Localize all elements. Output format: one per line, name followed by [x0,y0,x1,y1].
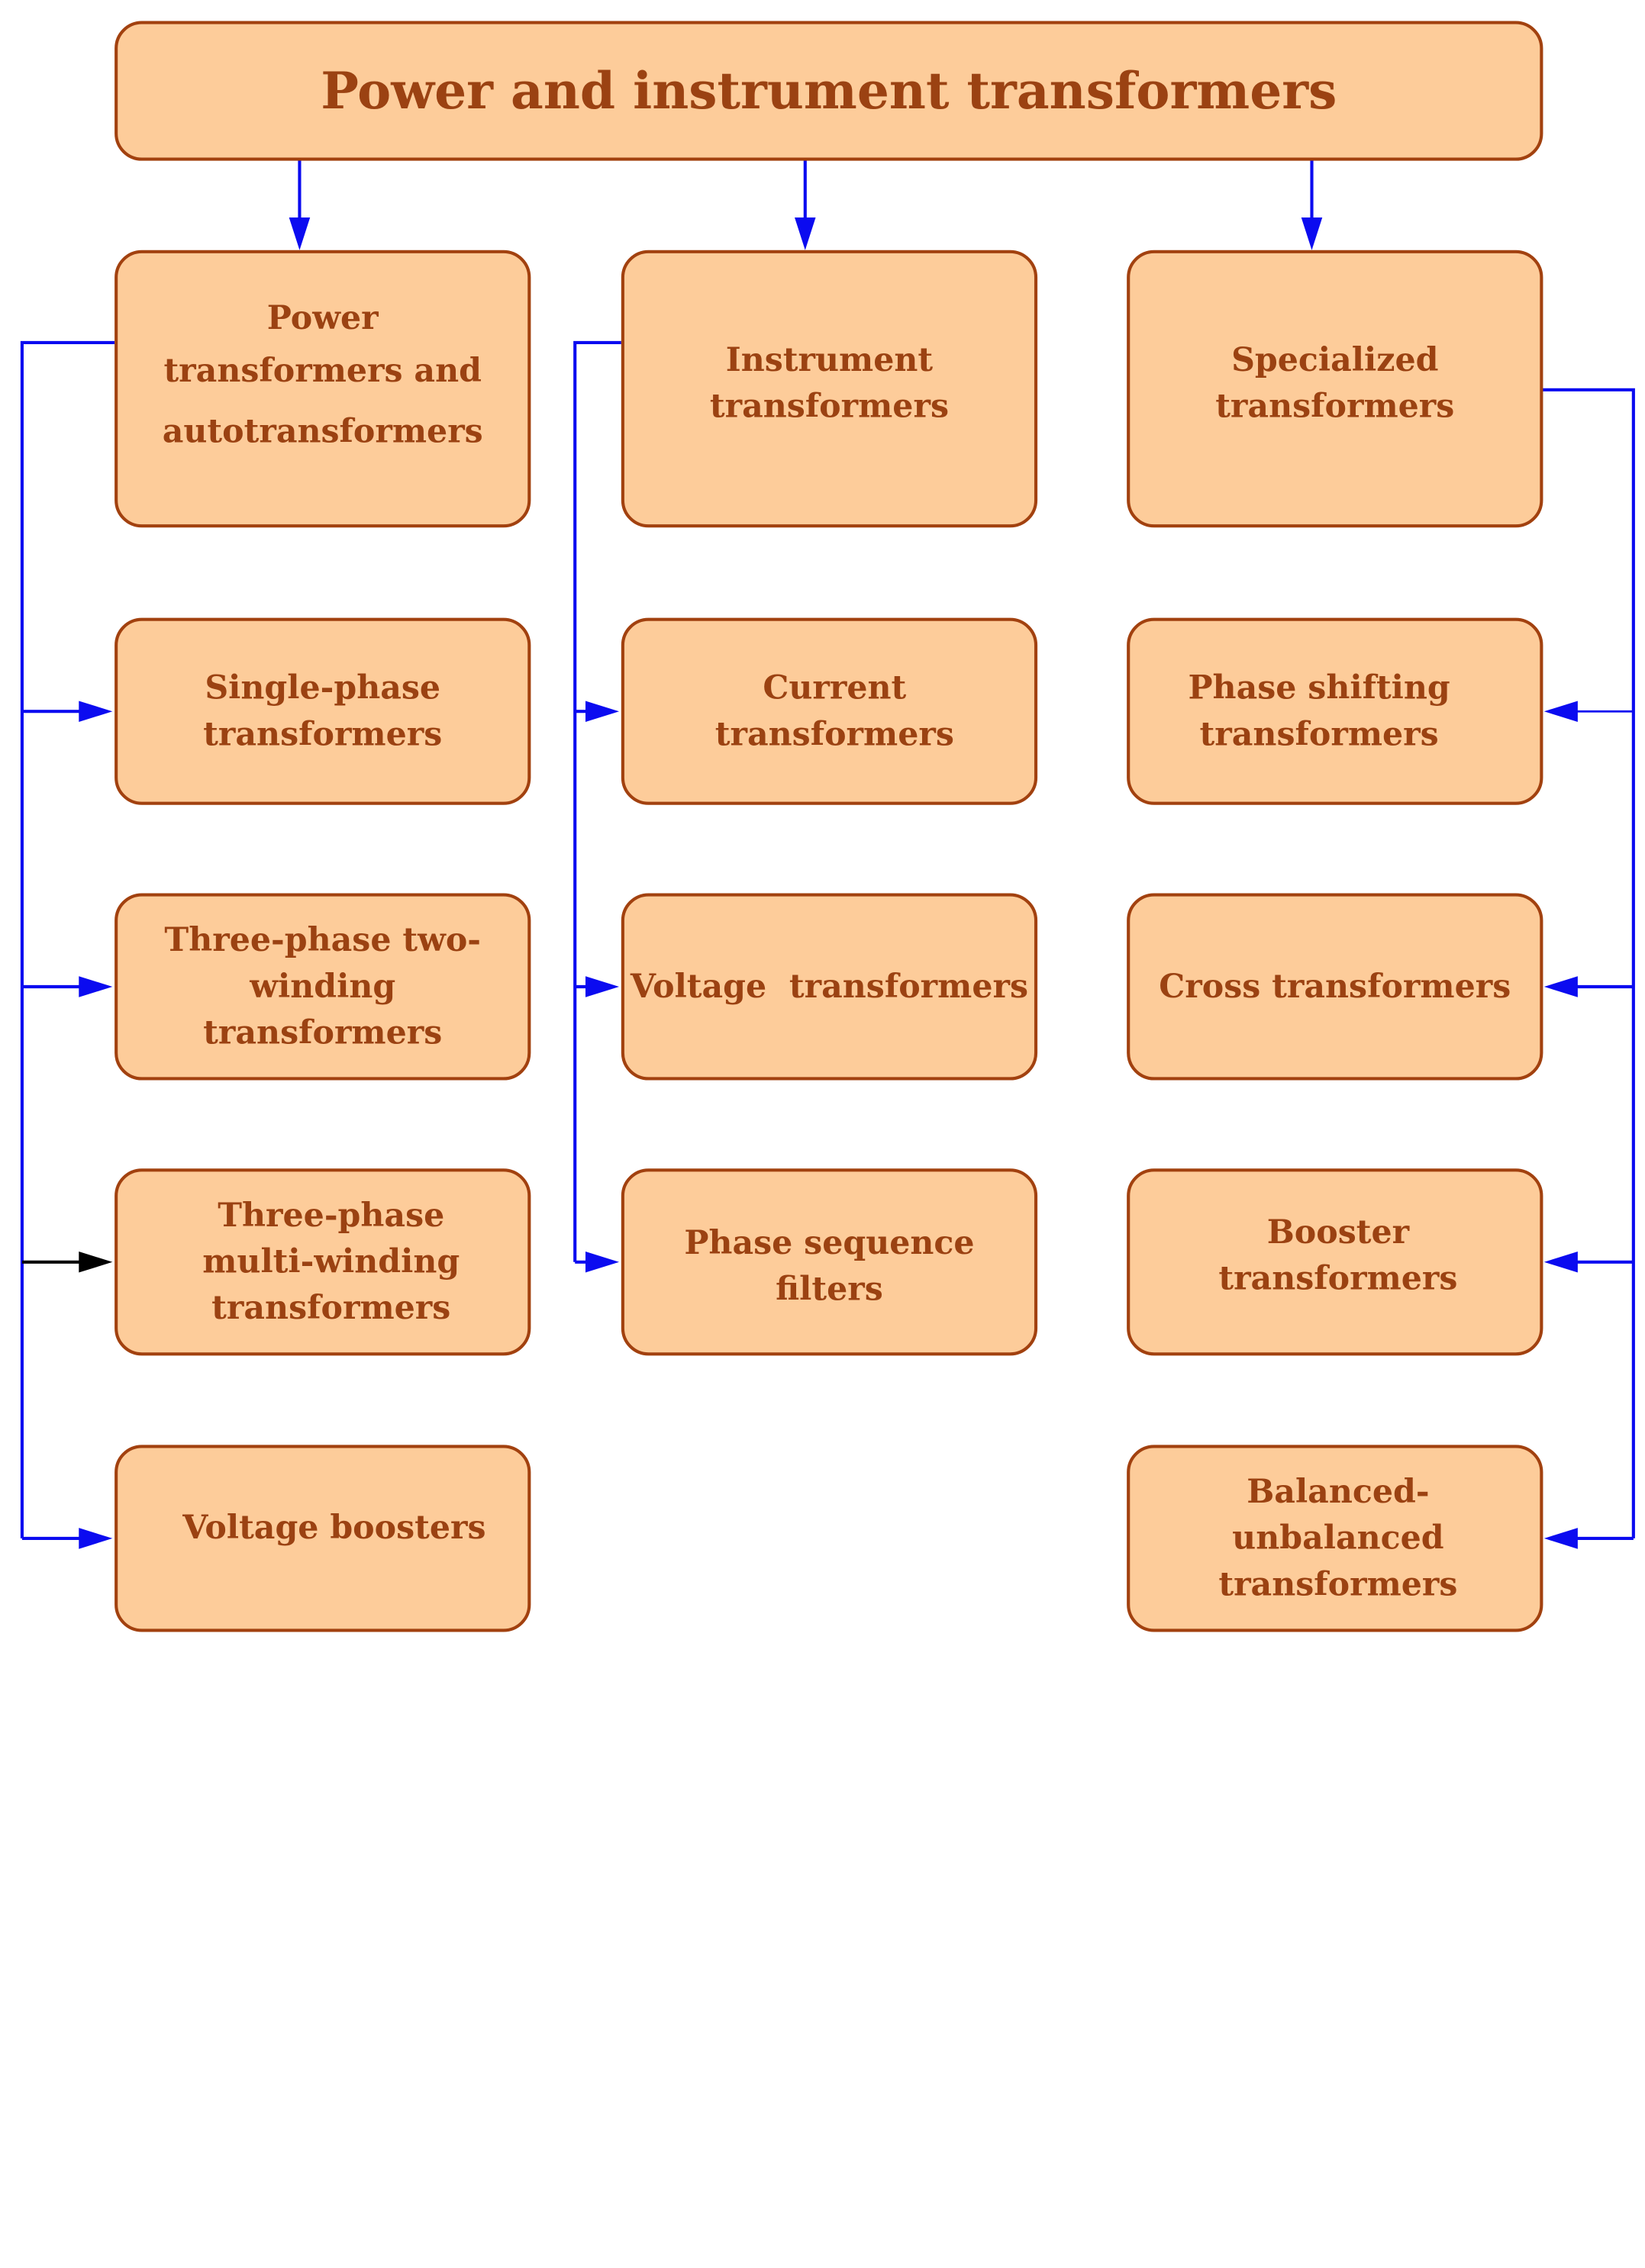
node-three-phase-multi-winding-transformers-line-1: Three-phase [218,1197,445,1235]
node-phase-sequence-filters-label: Phase sequence filters [684,1224,975,1309]
root-to-power-arrowhead [289,217,311,250]
specialized-bracket-spine [1542,388,1635,1538]
root-to-specialized-arrowhead [1301,217,1323,250]
category-instrument-transformers-line-1: Instrument [725,341,934,380]
node-current-transformers: Current transformers [621,617,1038,805]
node-single-phase-transformers: Single-phase transformers [115,617,531,805]
node-voltage-boosters: Voltage boosters [115,1445,531,1632]
specialized-branch-2-arrowhead [1543,976,1578,997]
specialized-branch-1-arrowhead [1543,701,1578,722]
specialized-branch-4-arrowhead [1543,1528,1578,1549]
node-three-phase-multi-winding-transformers: Three-phase multi-winding transformers [115,1168,531,1356]
category-specialized-transformers: Specialized transformers [1127,250,1543,528]
category-specialized-transformers-line-2: transformers [1215,388,1455,426]
diagram-canvas: Power and instrument transformers Power … [20,21,1635,1632]
node-three-phase-multi-winding-transformers-line-2: multi-winding [202,1242,460,1281]
instrument-bracket-spine [573,340,621,1262]
category-instrument-transformers-line-2: transformers [709,388,949,426]
instrument-bracket [573,340,621,1273]
category-power-transformers: Power transformers and autotransformers [115,250,531,528]
power-branch-4-arrowhead [79,1528,113,1549]
category-specialized-transformers-line-1: Specialized [1231,341,1439,380]
node-three-phase-multi-winding-transformers-line-3: transformers [211,1289,451,1328]
category-specialized-transformers-text: Specialized transformers [1215,337,1454,430]
node-three-phase-two-winding-transformers-line-1: Three-phase two- [164,921,482,960]
root-connectors [289,158,1323,250]
connectors-layer [20,158,1635,1549]
node-balanced-unbalanced-transformers-text: Balanced-unbalanced transformers [1143,1469,1534,1608]
category-power-transformers-text: Power transformers and autotransformers [163,292,483,459]
node-phase-sequence-filters: Phase sequence filters [621,1168,1038,1356]
instrument-branch-1-arrowhead [585,701,620,722]
node-phase-shifting-transformers: Phase shifting transformers [1127,617,1543,805]
specialized-branch-3-arrowhead [1543,1252,1578,1273]
node-phase-shifting-transformers-line-1: Phase shifting [1188,669,1450,707]
node-balanced-unbalanced-transformers-line-1: Balanced-unbalanced [1232,1473,1444,1558]
node-voltage-transformers: Voltage transformers [621,893,1038,1081]
node-booster-transformers: Booster transformers [1127,1168,1543,1356]
power-branch-2-arrowhead [79,976,113,997]
node-voltage-boosters-label: Voltage boosters [182,1509,486,1547]
node-three-phase-two-winding-transformers: Three-phase two- winding transformers [115,893,531,1081]
category-instrument-transformers-text: Instrument transformers [710,337,949,430]
node-three-phase-two-winding-transformers-line-2: winding [250,968,396,1006]
node-booster-transformers-label: Booster transformers [1218,1213,1458,1298]
node-single-phase-transformers-text: Single-phase transformers [203,665,442,758]
category-power-transformers-line-1: Power [266,299,379,338]
power-bracket-spine [20,340,115,1538]
node-phase-shifting-transformers-text: Phase shifting transformers [1188,665,1450,758]
node-three-phase-two-winding-transformers-text: Three-phase two- winding transformers [164,917,481,1056]
power-branch-3-arrowhead [79,1252,113,1273]
node-balanced-unbalanced-transformers: Balanced-unbalanced transformers [1127,1445,1543,1632]
node-voltage-transformers-label: Voltage transformers [630,968,1029,1006]
root-to-instrument-arrowhead [795,217,816,250]
power-bracket [20,340,115,1549]
node-cross-transformers-label: Cross transformers [1159,968,1511,1006]
node-current-transformers-label: Current transformers [714,669,954,754]
instrument-branch-2-arrowhead [585,976,620,997]
root-node: Power and instrument transformers [115,21,1543,161]
node-three-phase-multi-winding-transformers-text: Three-phase multi-winding transformers [202,1193,460,1332]
root-node-label: Power and instrument transformers [321,61,1337,121]
node-balanced-unbalanced-transformers-line-2: transformers [1218,1565,1458,1604]
category-instrument-transformers: Instrument transformers [621,250,1038,528]
node-single-phase-transformers-line-2: transformers [203,715,443,754]
category-power-transformers-line-3: autotransformers [162,413,483,451]
node-single-phase-transformers-line-1: Single-phase [205,669,441,707]
power-branch-1-arrowhead [79,701,113,722]
instrument-branch-3-arrowhead [585,1252,620,1273]
category-power-transformers-line-2: transformers and [163,352,482,390]
node-phase-shifting-transformers-line-2: transformers [1199,715,1439,754]
node-cross-transformers: Cross transformers [1127,893,1543,1081]
node-three-phase-two-winding-transformers-line-3: transformers [203,1013,443,1052]
specialized-bracket [1542,388,1635,1549]
